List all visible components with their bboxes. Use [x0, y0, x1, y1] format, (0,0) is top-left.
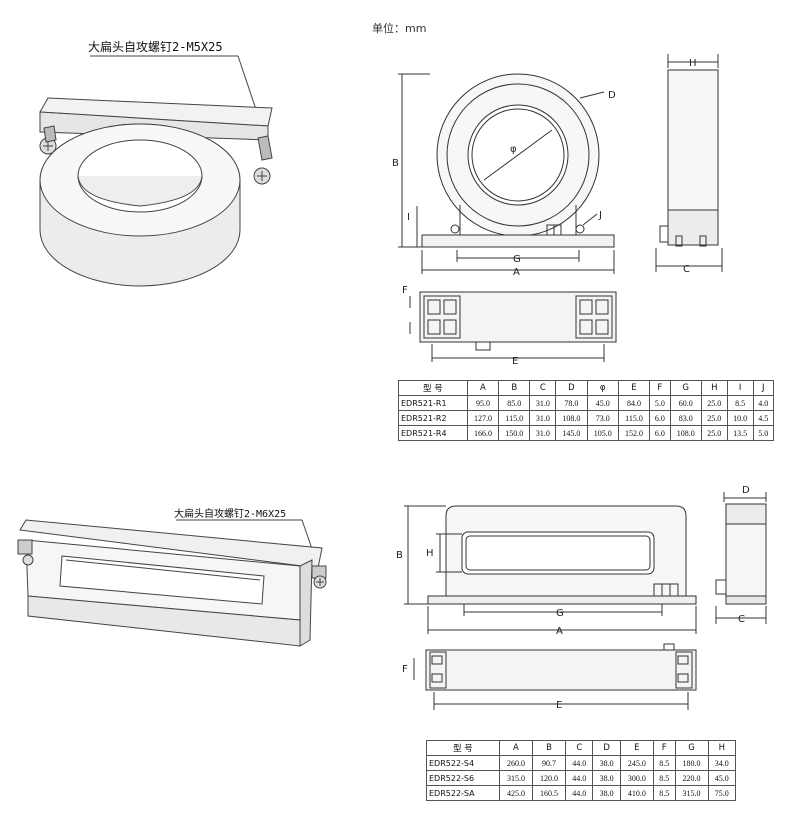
label-B-bottom: B	[396, 550, 403, 561]
label-G: G	[513, 254, 521, 265]
value-cell: 75.0	[707, 785, 737, 801]
table-header-cell: 型 号	[426, 740, 500, 756]
label-F-bottom: F	[402, 664, 408, 675]
value-cell: 31.0	[529, 425, 557, 441]
value-cell: 260.0	[498, 755, 534, 771]
value-cell: 245.0	[619, 755, 654, 771]
screw-callout-bottom: 大扁头自攻螺钉2-M6X25	[174, 509, 287, 520]
screw-right-icon	[311, 565, 327, 589]
value-cell: 44.0	[565, 755, 594, 771]
value-cell: 120.0	[531, 770, 567, 786]
table-header-cell: B	[531, 740, 567, 756]
table-header-cell: D	[592, 740, 621, 756]
value-cell: 34.0	[707, 755, 737, 771]
screw-left-icon	[17, 539, 34, 566]
value-cell: 410.0	[619, 785, 654, 801]
value-cell: 8.5	[652, 755, 676, 771]
value-cell: 90.7	[531, 755, 567, 771]
unit-label: 单位：mm	[372, 22, 427, 35]
table-header-cell: E	[619, 740, 654, 756]
label-E: E	[512, 356, 518, 367]
value-cell: 44.0	[565, 770, 594, 786]
label-H-bottom: H	[426, 548, 434, 559]
label-D-bottom: D	[742, 485, 750, 496]
label-B: B	[392, 158, 399, 169]
label-H: H	[689, 58, 697, 69]
value-cell: 315.0	[498, 770, 534, 786]
label-I: I	[407, 212, 410, 223]
value-cell: 44.0	[565, 785, 594, 801]
value-cell: 220.0	[674, 770, 709, 786]
screw-right-icon	[253, 135, 273, 185]
table-header-cell: C	[565, 740, 594, 756]
value-cell: 108.0	[669, 425, 702, 441]
value-cell: 180.0	[674, 755, 709, 771]
value-cell: 45.0	[707, 770, 737, 786]
table-header-cell: H	[707, 740, 737, 756]
table-header-cell: G	[674, 740, 709, 756]
label-F: F	[402, 285, 408, 296]
value-cell: 5.0	[752, 425, 775, 441]
label-A: A	[513, 267, 520, 278]
value-cell: 160.5	[531, 785, 567, 801]
value-cell: 300.0	[619, 770, 654, 786]
table-header-cell: A	[498, 740, 534, 756]
value-cell: 13.5	[726, 425, 754, 441]
value-cell: 6.0	[649, 425, 671, 441]
model-cell: EDR522-SA	[426, 785, 500, 801]
label-D: D	[608, 90, 616, 101]
model-cell: EDR522-S4	[426, 755, 500, 771]
screw-left-icon	[39, 125, 57, 155]
label-phi: φ	[510, 144, 517, 155]
value-cell: 425.0	[498, 785, 534, 801]
label-A-bottom: A	[556, 626, 563, 637]
label-J: J	[598, 210, 602, 221]
table-header-cell: F	[652, 740, 676, 756]
label-C: C	[683, 264, 690, 275]
label-E-bottom: E	[556, 700, 562, 711]
model-cell: EDR521-R4	[398, 425, 468, 441]
label-C-bottom: C	[738, 614, 745, 625]
value-cell: 315.0	[674, 785, 709, 801]
value-cell: 8.5	[652, 785, 676, 801]
screw-callout-top: 大扁头自攻螺钉2-M5X25	[88, 40, 223, 54]
value-cell: 83.0	[669, 410, 702, 426]
value-cell: 38.0	[592, 785, 621, 801]
value-cell: 38.0	[592, 770, 621, 786]
value-cell: 150.0	[498, 425, 531, 441]
value-cell: 8.5	[652, 770, 676, 786]
model-cell: EDR522-S6	[426, 770, 500, 786]
value-cell: 38.0	[592, 755, 621, 771]
label-G-bottom: G	[556, 608, 564, 619]
